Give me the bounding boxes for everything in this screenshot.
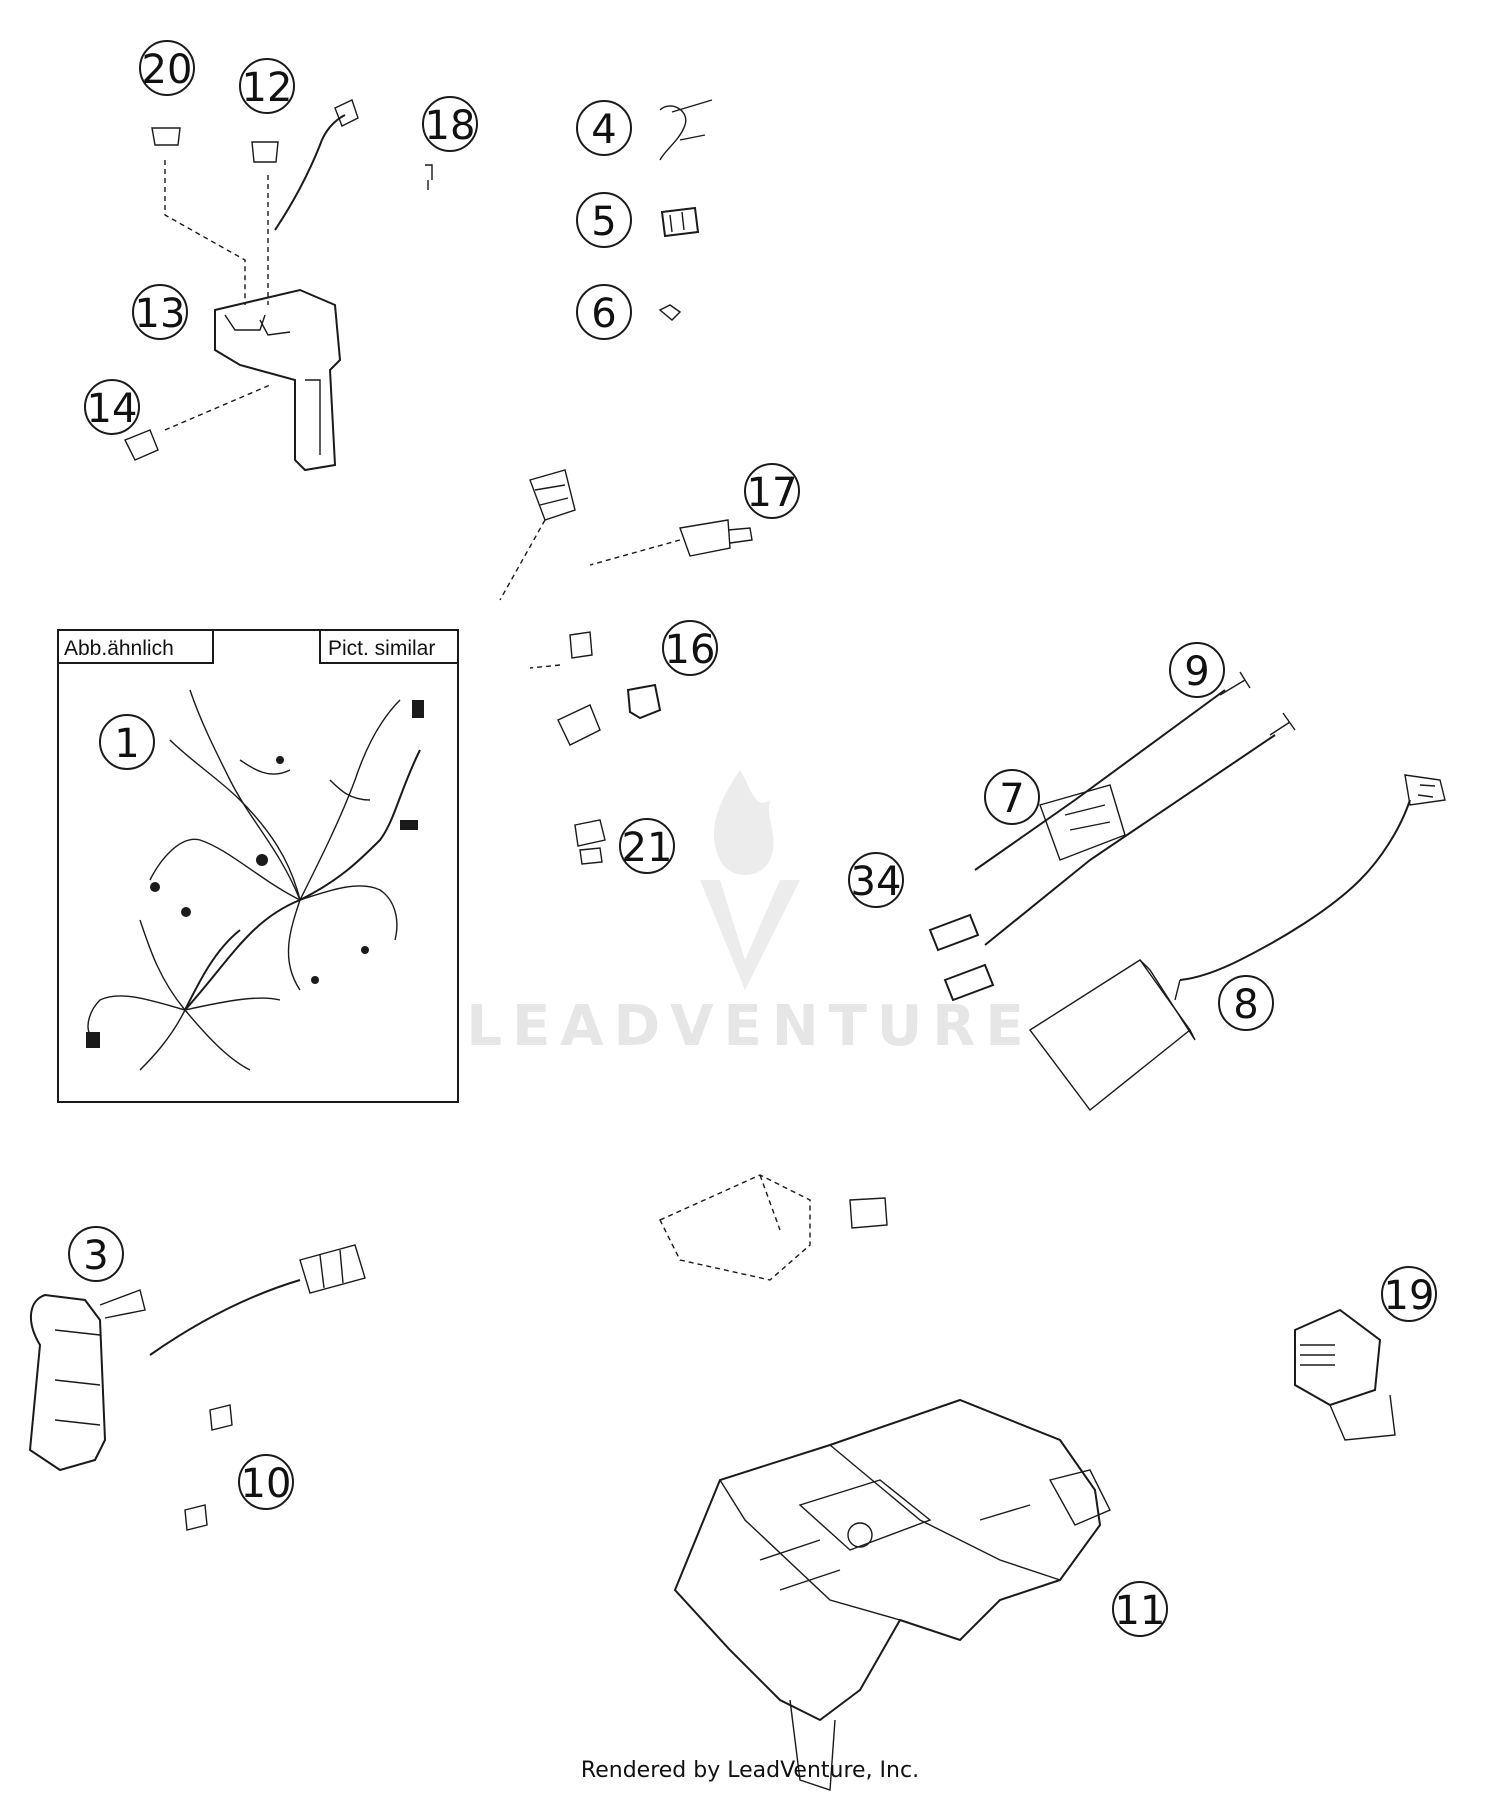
- callout-12: 12: [239, 58, 295, 114]
- relay-bracket-drawing: [28, 1244, 366, 1531]
- svg-text:13: 13: [135, 291, 186, 337]
- footer-credit: Rendered by LeadVenture, Inc.: [580, 1758, 920, 1783]
- callout-3: 3: [68, 1226, 124, 1282]
- rectifier-drawing: [1294, 1308, 1396, 1441]
- clips-drawing: [658, 99, 713, 321]
- connectors-drawing: [499, 469, 753, 865]
- callout-7: 7: [984, 769, 1040, 825]
- svg-text:12: 12: [242, 65, 293, 111]
- svg-text:14: 14: [87, 386, 138, 432]
- svg-text:5: 5: [591, 199, 616, 245]
- inset-label-en: Pict. similar: [328, 637, 435, 660]
- svg-text:34: 34: [851, 859, 902, 905]
- svg-text:20: 20: [142, 47, 193, 93]
- callout-18: 18: [422, 96, 478, 152]
- svg-text:4: 4: [591, 107, 616, 153]
- callout-1: 1: [99, 714, 155, 770]
- svg-text:16: 16: [665, 627, 716, 673]
- callout-34: 34: [848, 852, 904, 908]
- watermark-text: LEADVENTURE: [466, 994, 1033, 1059]
- callout-20: 20: [139, 40, 195, 96]
- inset-label-de: Abb.ähnlich: [64, 637, 174, 660]
- svg-text:8: 8: [1233, 982, 1258, 1028]
- svg-text:18: 18: [425, 103, 476, 149]
- svg-text:9: 9: [1184, 649, 1209, 695]
- callout-11: 11: [1112, 1581, 1168, 1637]
- callout-4: 4: [576, 100, 632, 156]
- callout-21: 21: [619, 818, 675, 874]
- svg-text:19: 19: [1384, 1273, 1435, 1319]
- svg-text:6: 6: [591, 291, 616, 337]
- inset-panel: Abb.ähnlich Pict. similar: [57, 629, 459, 1103]
- svg-text:7: 7: [999, 776, 1024, 822]
- wiring-harness-drawing: [86, 689, 424, 1071]
- watermark: LEADVENTURE: [466, 770, 1033, 1059]
- callout-17: 17: [744, 463, 800, 519]
- callout-5: 5: [576, 192, 632, 248]
- callout-10: 10: [238, 1454, 294, 1510]
- sensor-cables-drawing: [928, 671, 1446, 1111]
- callout-16: 16: [662, 620, 718, 676]
- callout-8: 8: [1218, 975, 1274, 1031]
- electronics-tray-drawing: [673, 1398, 1111, 1791]
- callout-6: 6: [576, 284, 632, 340]
- callout-9: 9: [1169, 642, 1225, 698]
- callout-13: 13: [132, 284, 188, 340]
- svg-text:21: 21: [622, 825, 673, 871]
- svg-text:17: 17: [747, 470, 798, 516]
- svg-text:10: 10: [241, 1461, 292, 1507]
- svg-text:3: 3: [83, 1233, 108, 1279]
- callouts: 20 12 18 4 5 6 13 14 17 16 1 9 7 21 34 8…: [68, 40, 1437, 1637]
- callout-19: 19: [1381, 1266, 1437, 1322]
- switch-holder-drawing: [124, 99, 433, 472]
- callout-14: 14: [84, 379, 140, 435]
- ecu-outline-drawing: [659, 1174, 888, 1281]
- svg-text:1: 1: [114, 721, 139, 767]
- watermark-flame-icon: [713, 770, 774, 875]
- svg-text:11: 11: [1115, 1588, 1166, 1634]
- watermark-chevron-icon: [700, 880, 800, 990]
